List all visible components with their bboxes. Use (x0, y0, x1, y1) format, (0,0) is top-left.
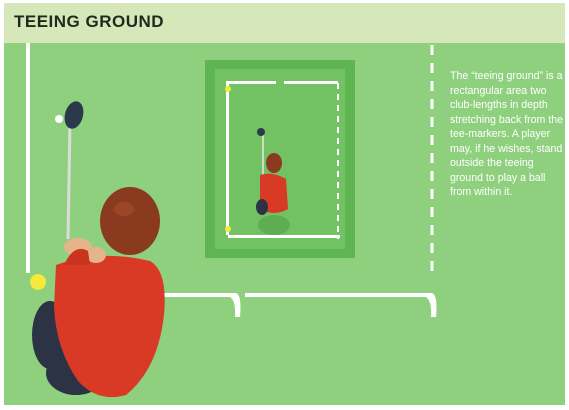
description-text: The “teeing ground” is a rectangular are… (450, 69, 565, 200)
golf-scene (4, 3, 565, 405)
tee-marker-bottom (225, 226, 231, 232)
large-golfer (30, 99, 165, 397)
driver-shaft (68, 121, 70, 239)
page-title: TEEING GROUND (14, 12, 164, 32)
inset-left-line (226, 83, 229, 235)
golfer-head (100, 187, 160, 255)
club-kink-2 (426, 293, 437, 317)
inset-top-line-b (284, 81, 338, 84)
inset-bottom-line (228, 235, 340, 238)
inset-top-line-a (226, 81, 276, 84)
tee-marker-top (225, 86, 231, 92)
header-bar: TEEING GROUND (4, 3, 565, 43)
illustration-panel: TEEING GROUND The “teeing ground” is a r… (4, 3, 565, 405)
bottom-line-right (245, 293, 429, 297)
driver-head (62, 99, 87, 131)
golf-ball (30, 274, 46, 290)
club-kink-1 (230, 293, 241, 317)
left-boundary-line (26, 41, 30, 273)
